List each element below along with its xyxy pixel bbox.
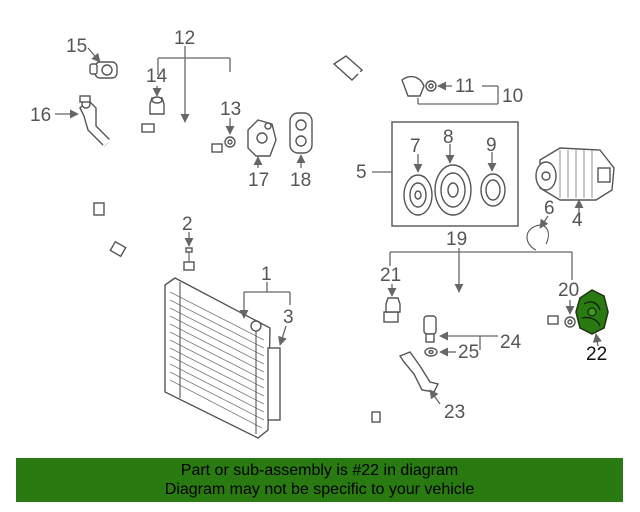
part-19-suction-line[interactable] — [364, 296, 559, 423]
part-12-liquid-line[interactable] — [93, 123, 223, 259]
part-13-o-ring[interactable] — [224, 136, 236, 148]
callout-12: 12 — [174, 28, 195, 49]
callout-7: 7 — [410, 136, 421, 157]
part-17-block[interactable] — [247, 119, 277, 157]
part-25-o-ring[interactable] — [424, 347, 438, 357]
part-8-pulley[interactable] — [434, 164, 472, 216]
part-22-highlighted[interactable] — [575, 289, 609, 335]
part-15-sensor[interactable] — [89, 61, 118, 79]
callout-9: 9 — [486, 135, 497, 156]
callout-1: 1 — [261, 264, 272, 285]
callout-19: 19 — [446, 229, 467, 250]
callout-2: 2 — [182, 214, 193, 235]
part-21-cap[interactable] — [385, 297, 401, 313]
banner-line-2: Diagram may not be specific to your vehi… — [164, 481, 475, 498]
part-24-pressure-switch[interactable] — [423, 315, 437, 343]
callout-17: 17 — [248, 170, 269, 191]
callout-14: 14 — [146, 66, 168, 87]
part-18-gasket[interactable] — [289, 112, 313, 154]
parts-diagram: 15 16 12 14 13 17 — [30, 28, 615, 439]
part-23-bracket[interactable] — [398, 351, 440, 393]
callout-4: 4 — [572, 210, 583, 231]
callout-18: 18 — [290, 170, 311, 191]
callout-3: 3 — [283, 307, 294, 328]
part-11-o-ring[interactable] — [425, 80, 437, 92]
callout-25: 25 — [458, 342, 479, 363]
part-16-bracket[interactable] — [79, 95, 111, 147]
part-4-compressor[interactable] — [535, 147, 615, 201]
part-7-clutch-plate[interactable] — [403, 174, 433, 216]
callout-16: 16 — [30, 105, 51, 126]
callout-24: 24 — [500, 332, 522, 353]
callout-11: 11 — [455, 76, 475, 97]
part-6-snap-ring[interactable] — [526, 224, 549, 251]
callout-15: 15 — [66, 36, 87, 57]
part-1-condenser[interactable] — [164, 277, 281, 439]
callout-8: 8 — [443, 127, 454, 148]
callout-20: 20 — [558, 280, 579, 301]
callout-5: 5 — [356, 162, 367, 183]
callout-21: 21 — [380, 265, 401, 286]
part-9-coil[interactable] — [480, 173, 506, 207]
part-10-discharge-hose[interactable] — [332, 55, 425, 115]
callout-23: 23 — [444, 402, 465, 423]
callout-22: 22 — [586, 344, 607, 365]
callout-13: 13 — [220, 99, 241, 120]
part-info-banner: Part or sub-assembly is #22 in diagram D… — [16, 458, 623, 502]
part-2-bolt[interactable] — [183, 247, 195, 271]
callout-10: 10 — [502, 86, 523, 107]
callout-6: 6 — [544, 198, 555, 219]
part-20-o-ring[interactable] — [564, 316, 576, 328]
part-14-cap[interactable] — [149, 96, 165, 115]
banner-line-1: Part or sub-assembly is #22 in diagram — [180, 462, 459, 479]
